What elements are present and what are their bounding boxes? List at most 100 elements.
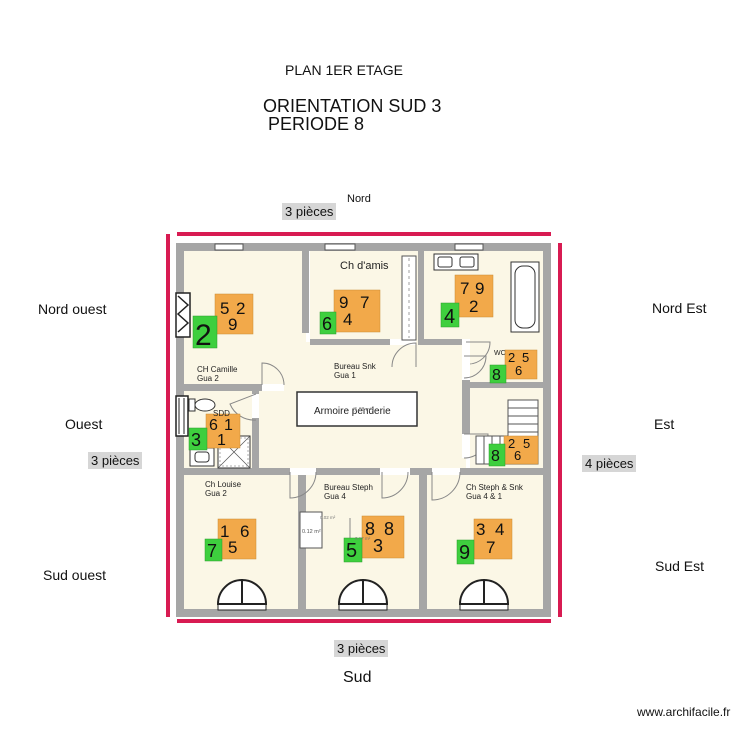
wc-star-1: 2 — [508, 350, 515, 365]
wall-camille-amis — [302, 251, 309, 333]
wall-hall-east-b — [462, 380, 470, 435]
wall-north — [176, 243, 550, 251]
louise-mountain: 7 — [207, 541, 217, 561]
steph-star-3: 3 — [373, 536, 383, 556]
mountain-box-ch-louise — [204, 538, 223, 562]
wc-star-3: 6 — [515, 363, 522, 378]
south-label: Sud — [343, 669, 372, 686]
stair-star-2: 5 — [523, 436, 530, 451]
snk-room-star-2: 4 — [495, 520, 504, 539]
sink-sdd — [189, 447, 215, 467]
south-room-count: 3 pièces — [334, 640, 389, 657]
site-boundary — [166, 232, 562, 623]
stair-star-3: 6 — [514, 448, 521, 463]
snk-star-1: 9 — [339, 293, 348, 312]
bath-star-1: 7 — [460, 279, 469, 298]
north-west-label: Nord ouest — [38, 301, 107, 317]
steph-star-1: 8 — [365, 519, 375, 539]
mountain-box-bureau-steph — [343, 537, 363, 563]
door-bureau-steph — [380, 468, 410, 499]
camille-star-3: 9 — [228, 315, 237, 334]
wall-amis-south — [310, 339, 390, 345]
bath-star-2: 9 — [475, 279, 484, 298]
star-boxes — [205, 274, 539, 560]
star-box-ch-louise — [217, 518, 257, 560]
snk-star-3: 4 — [343, 310, 352, 329]
mountain-box-bath-ne — [440, 302, 460, 328]
small-area-b: 0.17 m² — [355, 536, 371, 541]
room-labels: Ch d'amis CH Camille Gua 2 Bureau Snk Gu… — [197, 260, 524, 541]
window-south-snk — [458, 578, 510, 611]
closet-bureau-steph — [299, 511, 323, 549]
mountain-box-ch-steph — [456, 539, 475, 565]
ch-amis-label: Ch d'amis — [340, 260, 389, 272]
wall-sdd-hall — [252, 391, 259, 471]
wardrobe-ch-amis — [401, 255, 417, 341]
ch-camille-guest: Gua 2 — [197, 374, 219, 383]
north-room-count: 3 pièces — [282, 203, 337, 220]
east-room-count: 4 pièces — [582, 455, 637, 472]
mountain-box-stair — [488, 443, 506, 467]
snk-room-mountain: 9 — [459, 542, 470, 564]
mountain-box-wc — [489, 364, 507, 384]
wc-mountain: 8 — [492, 367, 501, 384]
ch-camille-label: CH Camille — [197, 365, 238, 374]
ch-steph-label: Ch Steph & Snk — [466, 483, 524, 492]
star-box-bureau-snk — [333, 289, 381, 333]
snk-room-star-3: 7 — [486, 538, 495, 557]
door-steph — [431, 468, 461, 501]
sdd-star-3: 1 — [217, 432, 226, 449]
camille-star-2: 2 — [236, 299, 245, 318]
period-label: PERIODE 8 — [268, 114, 365, 134]
star-box-ch-camille — [214, 293, 254, 335]
snk-room-star-1: 3 — [476, 520, 485, 539]
west-room-count: 3 pièces — [88, 452, 143, 469]
door-louise — [289, 468, 317, 499]
star-box-stair — [503, 435, 539, 465]
louise-star-3: 5 — [228, 538, 237, 557]
mountain-box-bureau-snk — [319, 311, 337, 335]
ch-louise-label: Ch Louise — [205, 480, 242, 489]
stair-star-1: 2 — [508, 436, 515, 451]
orientation-label: ORIENTATION SUD 3 — [263, 96, 442, 116]
north-east-label: Nord Est — [652, 300, 707, 316]
armoire-label: Armoire penderie — [314, 406, 391, 417]
star-box-wc — [504, 349, 538, 380]
star-box-bureau-steph — [361, 515, 405, 559]
window-west-camille — [175, 292, 191, 338]
bureau-snk-guest: Gua 1 — [334, 371, 356, 380]
north-windows — [214, 243, 484, 251]
watermark[interactable]: www.archifacile.fr — [637, 705, 731, 719]
snk-mountain: 6 — [322, 314, 332, 334]
east-label: Est — [654, 416, 675, 432]
sdd-star-2: 1 — [224, 417, 233, 434]
window-north-2 — [324, 243, 356, 251]
wall-camille-south — [184, 384, 264, 391]
sink-bath-ne — [433, 253, 479, 271]
wall-south — [176, 609, 550, 617]
bureau-steph-label: Bureau Steph — [324, 483, 373, 492]
stair-mountain: 8 — [491, 448, 500, 465]
star-numbers: 5 2 9 9 7 4 7 9 2 2 5 6 6 1 1 2 5 6 1 6 … — [209, 279, 530, 557]
wall-mid-south-b — [316, 468, 432, 475]
south-west-label: Sud ouest — [43, 567, 107, 583]
ch-steph-guest: Gua 4 & 1 — [466, 492, 503, 501]
star-box-bath-ne — [454, 274, 494, 318]
star-box-ch-steph — [473, 518, 513, 560]
doors — [229, 339, 491, 501]
window-north-3 — [454, 243, 484, 251]
wall-east — [543, 243, 551, 617]
mountain-numbers: 2 6 4 8 3 8 7 5 9 — [191, 306, 501, 564]
wc-label: WC — [494, 350, 506, 357]
window-north-1 — [214, 243, 244, 251]
bureau-steph-guest: Gua 4 — [324, 492, 346, 501]
south-east-label: Sud Est — [655, 558, 705, 574]
wall-mid-south-c — [460, 468, 544, 475]
steph-mountain: 5 — [346, 540, 357, 562]
louise-star-2: 6 — [240, 522, 249, 541]
bureau-snk-label: Bureau Snk — [334, 362, 377, 371]
armoire-penderie-box — [296, 391, 418, 427]
wall-amis-bath — [418, 251, 424, 339]
camille-star-1: 5 — [220, 299, 229, 318]
